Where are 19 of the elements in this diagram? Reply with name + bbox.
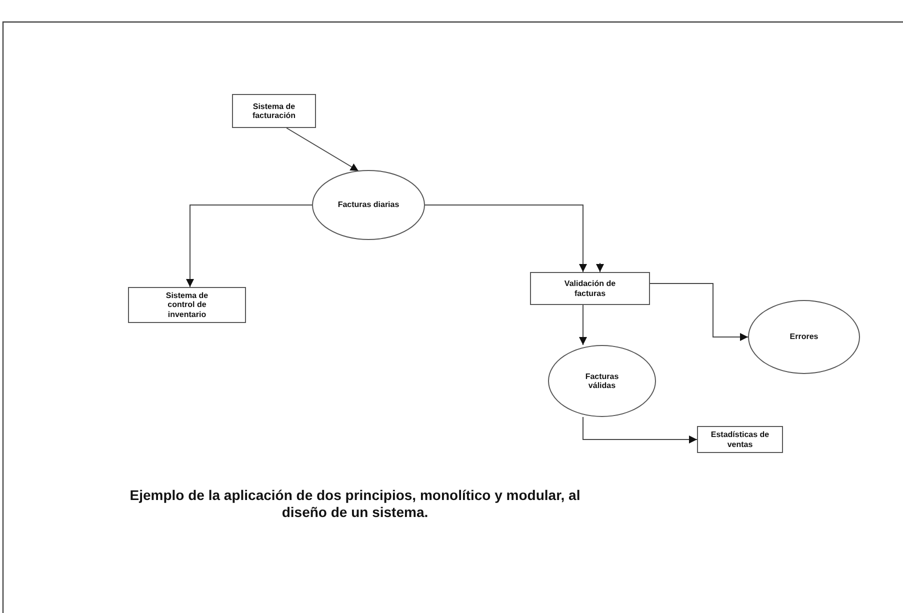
arrow [579,304,587,346]
process-box [530,272,650,305]
node-label: Facturas válidas [584,372,620,390]
arrow [596,262,604,272]
arrow [424,204,587,272]
arrow [650,283,748,341]
process-box [232,94,316,128]
process-box [128,287,246,323]
caption: Ejemplo de la aplicación de dos principios, monolítico y modular, al diseño de un sistema. [128,487,582,521]
node-label: Validación de facturas [563,279,617,298]
process-box [697,426,783,453]
node-label: Sistema de facturación [251,102,297,120]
node-label: Errores [790,332,818,342]
node-label: Estadísticas de ventas [710,430,770,449]
node-label: Sistema de control de inventario [164,291,210,319]
arrow [286,128,359,172]
arrow [186,204,314,288]
node-label: Facturas diarias [338,200,400,210]
arrow [582,416,698,444]
